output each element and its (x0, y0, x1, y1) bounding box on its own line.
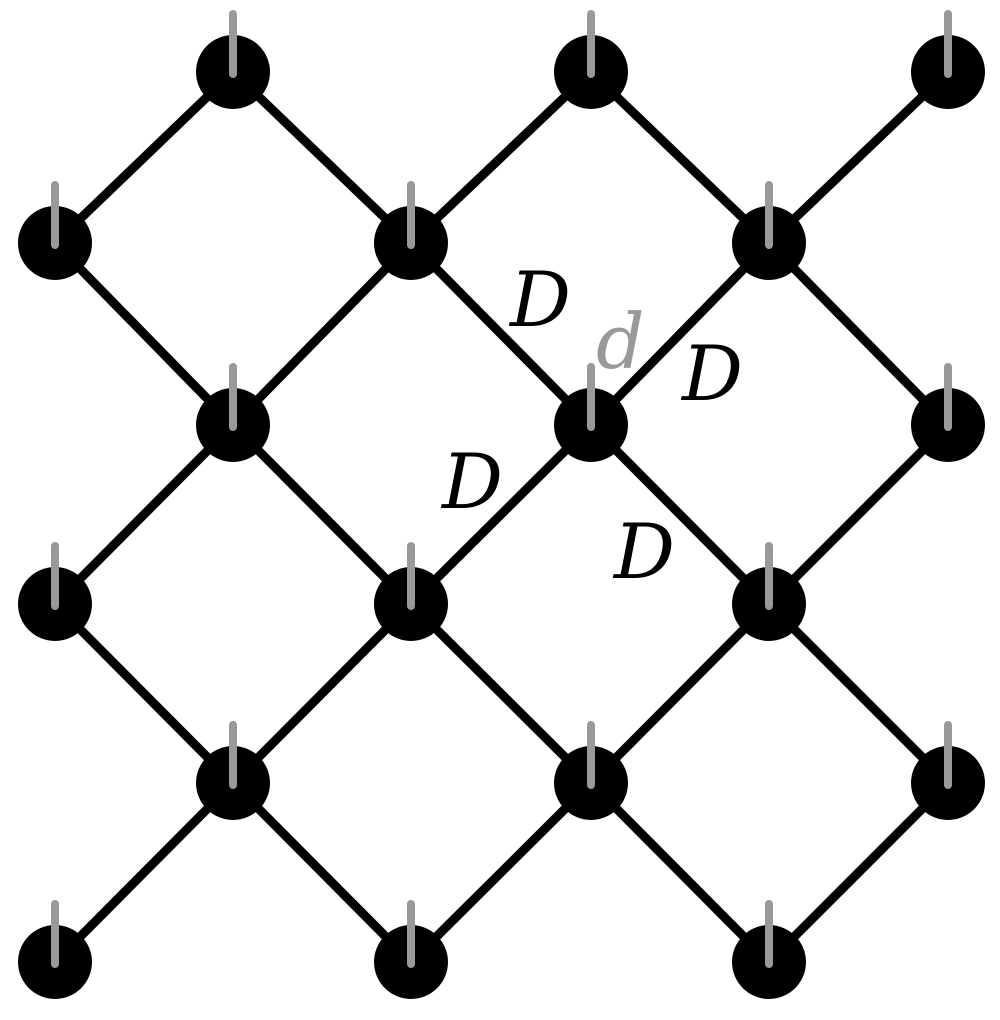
bond-label-upper-right: D (680, 329, 743, 418)
tensor-site-11 (732, 542, 806, 641)
bond-line-10 (50, 420, 238, 609)
bond-label-lower-left: D (440, 437, 503, 526)
bond-line-16 (228, 599, 416, 788)
bond-line-4 (764, 67, 953, 248)
tensor-site-2 (911, 10, 985, 109)
bond-line-1 (228, 67, 416, 248)
bond-line-2 (406, 67, 596, 248)
tensor-site-5 (732, 181, 806, 280)
tensor-site-8 (911, 363, 985, 462)
bond-line-7 (406, 238, 596, 430)
bond-line-9 (764, 238, 953, 430)
bond-line-18 (586, 599, 774, 788)
label-layer: D d D D D (440, 255, 743, 596)
tensor-site-10 (374, 542, 448, 641)
tensor-site-4 (374, 181, 448, 280)
bond-line-14 (764, 420, 953, 609)
bond-line-0 (50, 67, 238, 248)
bond-line-13 (586, 420, 774, 609)
tensor-site-9 (18, 542, 92, 641)
bond-line-6 (228, 238, 416, 430)
tensor-site-13 (554, 721, 628, 820)
site-layer (18, 10, 985, 999)
bond-line-21 (228, 778, 416, 967)
bond-line-20 (50, 778, 238, 967)
tensor-site-6 (196, 363, 270, 462)
bond-line-8 (586, 238, 774, 430)
bond-line-17 (406, 599, 596, 788)
bond-label-lower-right: D (612, 507, 675, 596)
bond-line-19 (764, 599, 953, 788)
tensor-site-12 (196, 721, 270, 820)
bond-label-upper-left: D (508, 255, 571, 344)
tensor-site-15 (18, 900, 92, 999)
tensor-site-14 (911, 721, 985, 820)
tensor-site-1 (554, 10, 628, 109)
tensor-site-3 (18, 181, 92, 280)
bond-line-12 (406, 420, 596, 609)
bond-line-23 (586, 778, 774, 967)
bond-line-24 (764, 778, 953, 967)
tensor-site-0 (196, 10, 270, 109)
bond-line-11 (228, 420, 416, 609)
bond-line-22 (406, 778, 596, 967)
tensor-site-17 (732, 900, 806, 999)
physical-leg-label: d (596, 297, 645, 386)
bond-line-5 (50, 238, 238, 430)
tensor-site-7 (554, 363, 628, 462)
bond-line-3 (586, 67, 774, 248)
tensor-site-16 (374, 900, 448, 999)
bond-line-15 (50, 599, 238, 788)
bond-layer (50, 67, 953, 967)
